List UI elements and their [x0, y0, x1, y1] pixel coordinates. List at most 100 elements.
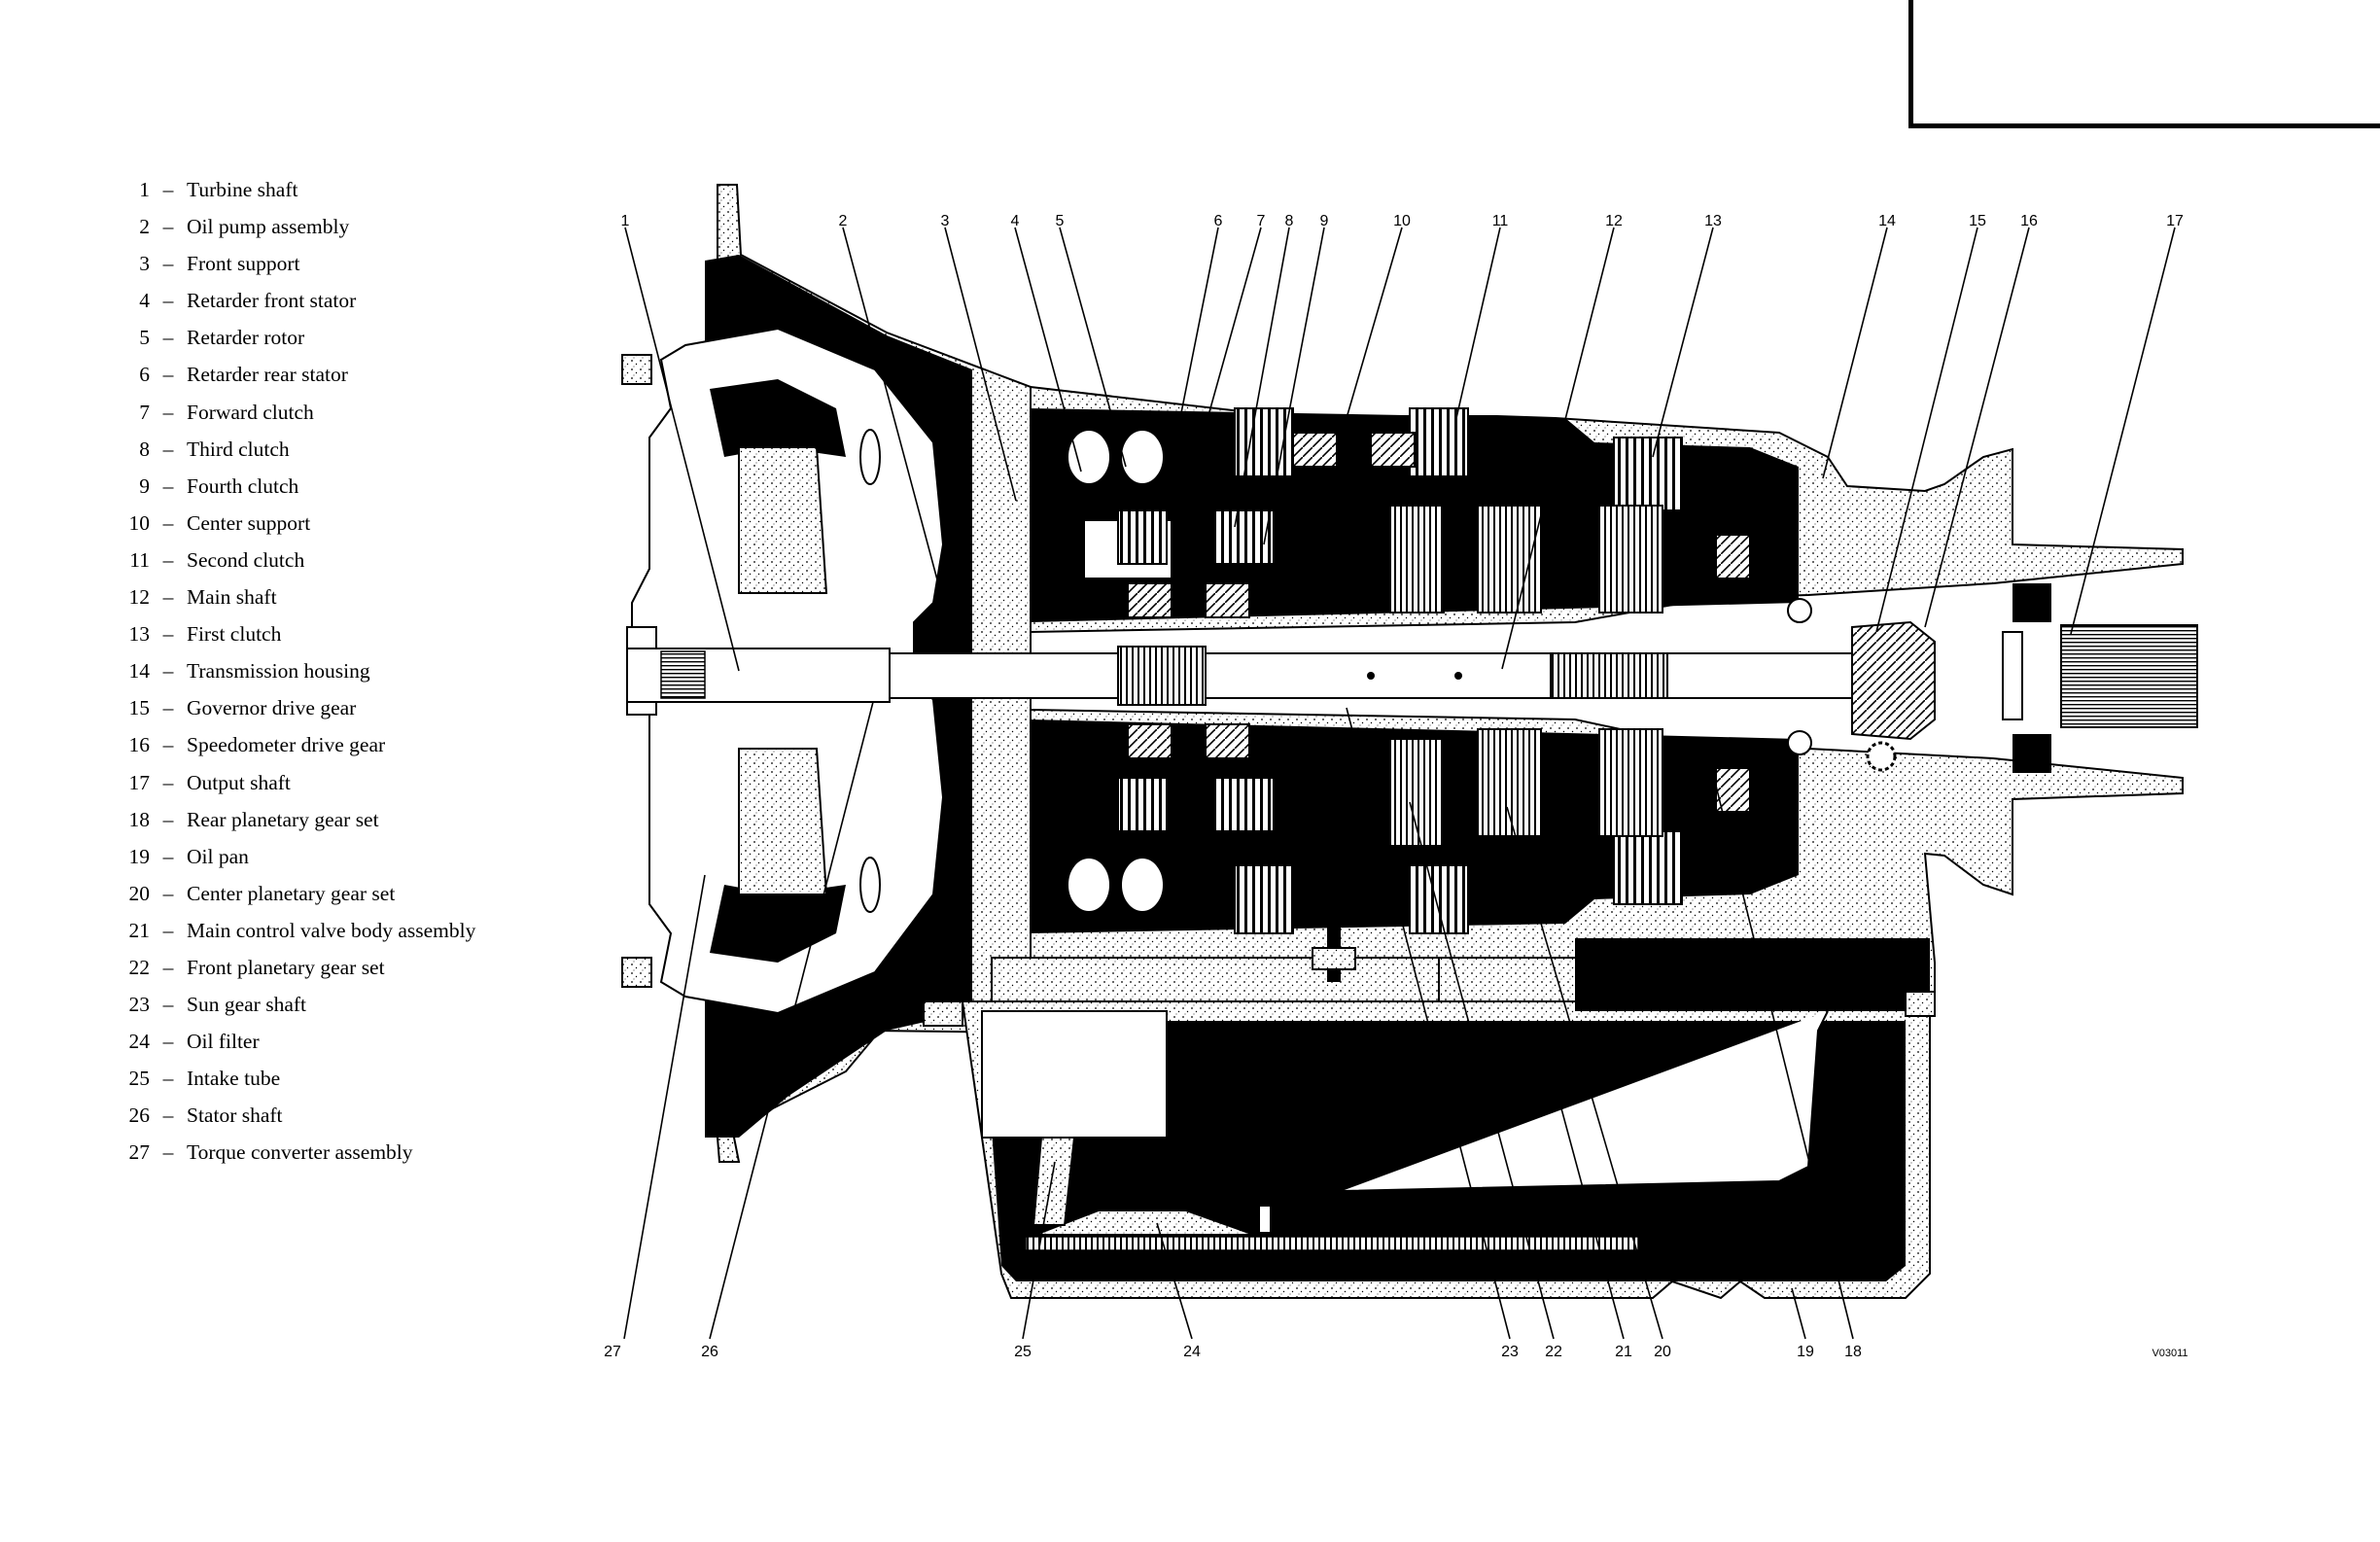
legend-number: 15 — [128, 696, 151, 720]
legend-dash: – — [162, 659, 174, 683]
legend-dash: – — [162, 178, 174, 201]
callout-14: 14 — [1878, 213, 1896, 229]
legend-label: Oil pan — [187, 844, 249, 868]
callout-4: 4 — [1011, 213, 1020, 229]
callout-leader-lines — [623, 227, 2176, 1340]
legend-number: 10 — [128, 510, 151, 535]
callout-1: 1 — [621, 213, 630, 229]
legend-dash: – — [162, 585, 174, 610]
legend-dash: – — [162, 326, 174, 350]
legend-dash: – — [162, 733, 174, 757]
legend-dash: – — [162, 473, 174, 498]
legend-number: 11 — [129, 547, 150, 572]
legend-dash: – — [162, 400, 174, 424]
legend-item: 27–Torque converter assembly — [126, 1140, 535, 1177]
legend-item: 8–Third clutch — [126, 438, 535, 474]
callout-18: 18 — [1844, 1344, 1862, 1360]
callout-2: 2 — [839, 213, 848, 229]
legend-item: 13–First clutch — [126, 622, 535, 659]
legend-dash: – — [162, 696, 174, 720]
legend-item: 24–Oil filter — [126, 1030, 535, 1067]
callout-12: 12 — [1605, 213, 1623, 229]
legend-label: Second clutch — [187, 547, 305, 572]
callout-17: 17 — [2166, 213, 2184, 229]
legend-dash: – — [162, 1030, 174, 1054]
legend-number: 4 — [139, 289, 150, 313]
callout-5: 5 — [1056, 213, 1065, 229]
legend-number: 3 — [139, 252, 150, 276]
legend-label: Forward clutch — [187, 400, 314, 424]
legend-item: 17–Output shaft — [126, 771, 535, 808]
legend-number: 14 — [128, 659, 151, 683]
legend-dash: – — [162, 955, 174, 979]
legend-label: Front support — [187, 252, 300, 276]
callout-22: 22 — [1545, 1344, 1562, 1360]
legend-label: Retarder rotor — [187, 326, 305, 350]
callout-7: 7 — [1257, 213, 1266, 229]
callout-21: 21 — [1615, 1344, 1632, 1360]
main-shaft-assembly — [626, 583, 2198, 773]
legend-item: 11–Second clutch — [126, 548, 535, 585]
figure-reference: V03011 — [2152, 1348, 2188, 1359]
legend-item: 12–Main shaft — [126, 585, 535, 622]
legend-label: Main shaft — [187, 585, 277, 610]
legend-label: Sun gear shaft — [187, 993, 306, 1017]
legend-number: 20 — [128, 881, 151, 905]
legend-item: 18–Rear planetary gear set — [126, 808, 535, 845]
legend-item: 14–Transmission housing — [126, 659, 535, 696]
legend-dash: – — [162, 252, 174, 276]
legend-item: 15–Governor drive gear — [126, 696, 535, 733]
legend-label: Governor drive gear — [187, 696, 357, 720]
legend-label: Transmission housing — [187, 659, 370, 683]
legend-label: Intake tube — [187, 1067, 281, 1091]
callout-16: 16 — [2020, 213, 2038, 229]
legend-label: Rear planetary gear set — [187, 807, 379, 831]
legend-dash: – — [162, 807, 174, 831]
legend-label: Center support — [187, 510, 311, 535]
legend-number: 1 — [139, 178, 150, 201]
legend-label: Oil filter — [187, 1030, 260, 1054]
clutch-packs — [1067, 407, 1751, 934]
oil-pan — [923, 938, 1936, 1300]
callout-10: 10 — [1393, 213, 1411, 229]
legend-number: 5 — [139, 326, 150, 350]
legend-dash: – — [162, 437, 174, 461]
legend-dash: – — [162, 289, 174, 313]
legend-label: First clutch — [187, 622, 282, 647]
legend-number: 23 — [128, 993, 151, 1017]
planetary-gear-sets — [1389, 505, 1663, 847]
legend-label: Center planetary gear set — [187, 881, 396, 905]
legend-number: 8 — [139, 437, 150, 461]
legend-label: Retarder rear stator — [187, 363, 348, 387]
legend-number: 7 — [139, 400, 150, 424]
legend-dash: – — [162, 510, 174, 535]
callout-19: 19 — [1797, 1344, 1814, 1360]
legend-dash: – — [162, 622, 174, 647]
legend-number: 17 — [128, 770, 151, 794]
corner-frame — [1908, 0, 2380, 128]
legend-number: 18 — [128, 807, 151, 831]
legend-number: 16 — [128, 733, 151, 757]
callout-11: 11 — [1492, 213, 1509, 229]
legend-item: 7–Forward clutch — [126, 401, 535, 438]
callout-3: 3 — [941, 213, 950, 229]
legend-item: 22–Front planetary gear set — [126, 956, 535, 993]
top-callouts: 1 2 3 4 5 6 7 8 9 10 11 12 13 14 15 16 1… — [621, 213, 2184, 229]
legend-item: 19–Oil pan — [126, 845, 535, 882]
legend-label: Main control valve body assembly — [187, 918, 476, 942]
legend-number: 21 — [128, 918, 151, 942]
legend-dash: – — [162, 1140, 174, 1165]
legend-item: 1–Turbine shaft — [126, 178, 535, 215]
legend-item: 6–Retarder rear stator — [126, 363, 535, 400]
legend-label: Front planetary gear set — [187, 955, 385, 979]
legend-label: Speedometer drive gear — [187, 733, 386, 757]
legend-item: 16–Speedometer drive gear — [126, 733, 535, 770]
callout-13: 13 — [1704, 213, 1722, 229]
callout-24: 24 — [1183, 1344, 1201, 1360]
legend-number: 26 — [128, 1104, 151, 1128]
bottom-callouts: 27 26 25 24 23 22 21 20 19 18 — [604, 1344, 1862, 1360]
legend-dash: – — [162, 770, 174, 794]
legend-item: 23–Sun gear shaft — [126, 993, 535, 1030]
legend-dash: – — [162, 547, 174, 572]
